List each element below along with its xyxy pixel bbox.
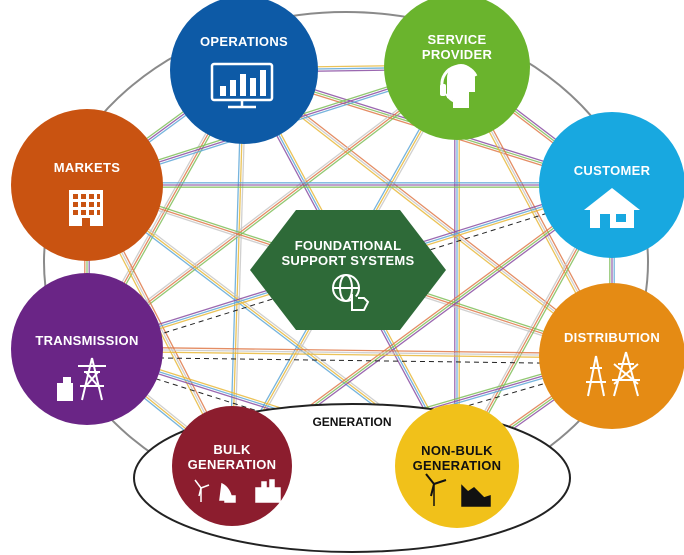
- house-icon: [584, 188, 640, 228]
- center-hexagon: [250, 210, 446, 330]
- customer-circle: [539, 112, 684, 258]
- renewables-icons: [425, 473, 491, 507]
- connection-line: [86, 66, 458, 350]
- service-provider-label: SERVICE PROVIDER: [421, 32, 493, 62]
- connection-line: [87, 346, 613, 355]
- distribution-label: DISTRIBUTION: [563, 330, 661, 345]
- connection-line: [86, 350, 612, 359]
- dashed-connection-line: [86, 192, 613, 358]
- transmission-circle: [11, 273, 163, 425]
- center-label: FOUNDATIONAL SUPPORT SYSTEMS: [281, 238, 415, 268]
- distribution-towers-icon: [586, 351, 640, 397]
- generation-group-label: GENERATION: [312, 415, 392, 429]
- non-bulk-generation-label: NON-BULK GENERATION: [412, 443, 502, 473]
- transmission-label: TRANSMISSION: [35, 333, 139, 348]
- connection-line: [87, 68, 459, 352]
- connection-line: [244, 67, 614, 355]
- connection-line: [85, 64, 457, 348]
- customer-label: CUSTOMER: [573, 163, 651, 178]
- connection-line: [86, 348, 613, 357]
- power-plant-icons: [194, 479, 281, 503]
- connection-line: [242, 71, 612, 359]
- bulk-generation-label: BULK GENERATION: [187, 442, 277, 472]
- distribution-circle: [539, 283, 684, 429]
- operations-label: OPERATIONS: [200, 34, 288, 49]
- markets-label: MARKETS: [53, 160, 121, 175]
- monitor-chart-icon: [210, 62, 274, 109]
- office-building-icon: [69, 190, 103, 226]
- headset-agent-icon: [440, 64, 478, 108]
- dashed-connection-line: [86, 356, 613, 365]
- operations-circle: [170, 0, 318, 144]
- markets-circle: [11, 109, 163, 261]
- transmission-tower-icon: [57, 357, 106, 401]
- globe-hand-icon: [332, 274, 370, 311]
